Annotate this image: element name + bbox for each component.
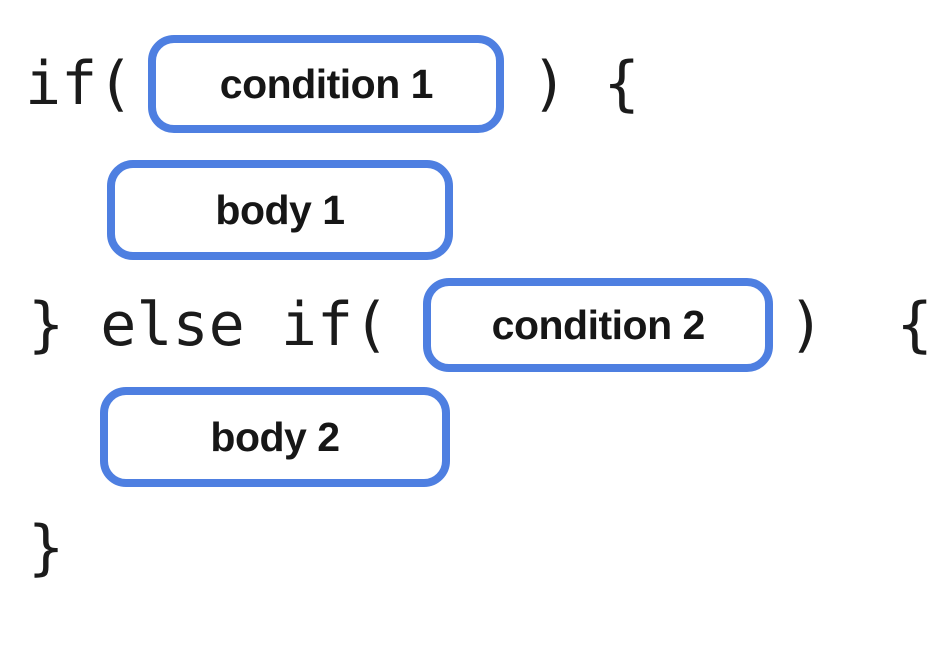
body-1-label: body 1 [215, 186, 345, 233]
code-token-close-paren-open-brace: ) { [531, 49, 640, 119]
condition-2-slot: condition 2 [423, 278, 774, 372]
code-line-if: if( condition 1 ) { [25, 35, 640, 133]
code-token-if-open-paren: if( [25, 49, 134, 119]
code-token-else-if-open-paren: } else if( [28, 290, 390, 360]
code-token-close-paren-open-brace-2: ) { [788, 290, 933, 360]
condition-1-label: condition 1 [219, 60, 434, 107]
condition-1-slot: condition 1 [148, 35, 505, 133]
code-token-closing-brace: } [28, 513, 65, 583]
code-line-else-if: } else if( condition 2 ) { [28, 278, 933, 372]
body-2-label: body 2 [210, 413, 340, 460]
code-line-body-2: body 2 [100, 387, 450, 487]
body-2-slot: body 2 [100, 387, 450, 487]
condition-2-label: condition 2 [491, 301, 706, 348]
body-1-slot: body 1 [107, 160, 453, 260]
code-line-closing-brace: } [28, 512, 64, 584]
code-line-body-1: body 1 [107, 160, 453, 260]
